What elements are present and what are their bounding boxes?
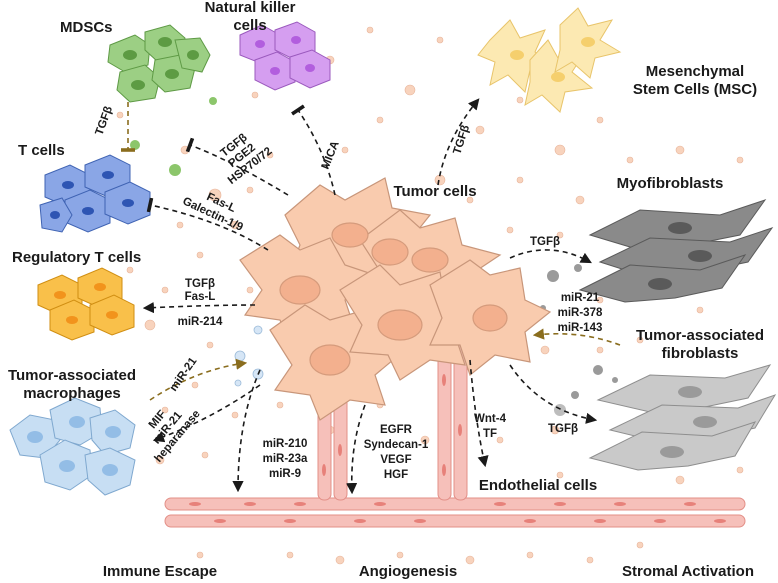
msc-cells — [477, 7, 622, 113]
ang-mir9-label: miR-9 — [269, 468, 301, 480]
treg-tgfb-label: TGFβ — [185, 278, 215, 290]
category-angiogenesis: Angiogenesis — [359, 563, 457, 580]
angio-arrow-1 — [232, 369, 261, 493]
endo-tf-label: TF — [483, 428, 497, 440]
endo-wnt4-label: Wnt-4 — [474, 413, 507, 425]
taf-feedback-arrow — [532, 328, 621, 346]
nk-mica-label: MICA — [320, 139, 342, 171]
category-stromal-activation: Stromal Activation — [622, 563, 754, 580]
taf-label-line1: Tumor-associated — [636, 327, 764, 344]
tumor-label: Tumor cells — [393, 183, 476, 200]
myofibroblast-cells — [578, 199, 774, 303]
extracellular-vesicles — [116, 26, 744, 565]
mdsc-cells — [107, 24, 211, 103]
treg-label: Regulatory T cells — [12, 249, 141, 266]
myo-tgfb-label: TGFβ — [530, 236, 560, 248]
nk-label-line1: Natural killer — [205, 0, 296, 16]
tam-polarization-arrow — [149, 358, 248, 401]
nk-label-line2: cells — [233, 17, 266, 34]
taf-arrow — [509, 364, 598, 424]
tam-label-line2: macrophages — [23, 385, 121, 402]
tcell-inhibition-arrow-1 — [185, 137, 289, 196]
t-cells — [39, 154, 151, 233]
taf-tgfb-label: TGFβ — [548, 423, 578, 435]
category-immune-escape: Immune Escape — [103, 563, 217, 580]
myo-label: Myofibroblasts — [617, 175, 724, 192]
tam-label-line1: Tumor-associated — [8, 367, 136, 384]
ang-syndecan-label: Syndecan-1 — [364, 439, 429, 451]
taf-mir143-label: miR-143 — [558, 322, 603, 334]
treg-cells — [37, 267, 135, 341]
tcell-inhibition-arrow-2 — [146, 197, 269, 251]
mdsc-tgfb-label: TGFβ — [94, 105, 116, 137]
mdsc-label: MDSCs — [60, 19, 113, 36]
tumor-cell-cluster — [239, 177, 552, 421]
taf-cells — [588, 364, 777, 471]
ang-mir210-label: miR-210 — [263, 438, 308, 450]
treg-arrow — [142, 301, 256, 314]
taf-mir21-label: miR-21 — [561, 292, 600, 304]
ang-vegf-label: VEGF — [380, 454, 411, 466]
ang-egfr-label: EGFR — [380, 424, 413, 436]
endothelial-label: Endothelial cells — [479, 477, 597, 494]
ang-mir23a-label: miR-23a — [263, 453, 308, 465]
nk-cells — [239, 21, 331, 91]
nk-inhibition-arrow — [291, 104, 336, 196]
endo-arrow — [469, 359, 489, 468]
signal-arrows — [120, 98, 621, 495]
green-vesicles — [130, 97, 217, 176]
taf-mir378-label: miR-378 — [558, 307, 603, 319]
blue-vesicles — [234, 325, 264, 387]
treg-fasl-label: Fas-L — [185, 291, 216, 303]
msc-arrow — [437, 98, 480, 186]
ang-hgf-label: HGF — [384, 469, 408, 481]
myo-arrow — [509, 249, 592, 264]
tam-factors: MIF miR-21 heparanase — [147, 408, 203, 465]
treg-mir214-label: miR-214 — [178, 316, 223, 328]
msc-tgfb-label: TGFβ — [451, 124, 472, 156]
taf-label-line2: fibroblasts — [662, 345, 739, 362]
tam-effect-arrow — [152, 384, 261, 443]
tcells-label: T cells — [18, 142, 65, 159]
tcell-factors: TGFβ PGE2 HSP70/72 — [219, 132, 275, 187]
msc-label-line1: Mesenchymal — [646, 63, 744, 80]
msc-label-line2: Stem Cells (MSC) — [633, 81, 757, 98]
tam-cells — [9, 397, 136, 496]
